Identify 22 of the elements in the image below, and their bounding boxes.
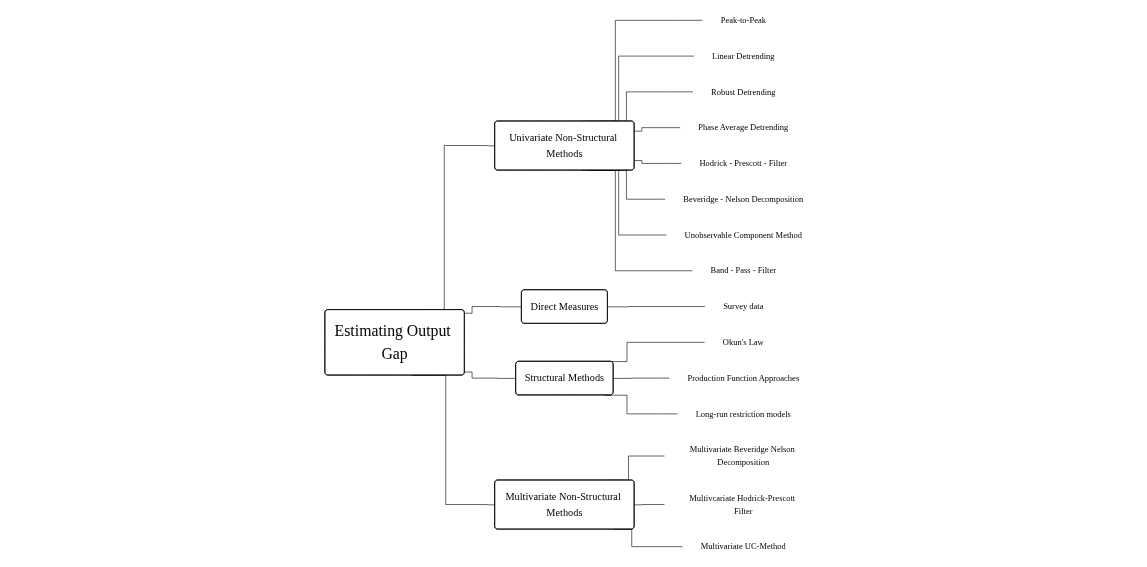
node-text: Long-run restriction models: [695, 409, 791, 419]
node-text: Beveridge - Nelson Decomposition: [683, 194, 804, 204]
connector: [464, 371, 517, 379]
node-text: Multivariate Beveridge Nelson Decomposition: [689, 445, 795, 467]
connector: [634, 160, 682, 164]
node-text: Multivcariate Hodrick-Prescott Filter: [689, 493, 796, 516]
node-text: Survey data: [723, 302, 764, 312]
connector: [613, 377, 670, 379]
connector: [634, 127, 681, 132]
node-text: Production Function Approaches: [687, 373, 800, 383]
connector: [607, 306, 706, 308]
node-text: Robust Detrending: [711, 87, 776, 97]
connector: [634, 504, 665, 506]
node-text: Hodrick - Prescott - Filter: [699, 158, 788, 168]
connector: [464, 306, 522, 314]
node-text: Unobservable Component Method: [684, 230, 803, 240]
node-text: Linear Detrending: [712, 51, 775, 61]
node-text: Band - Pass - Filter: [710, 266, 777, 276]
node-text: Peak-to-Peak: [720, 15, 766, 25]
node-text: Okun's Law: [722, 337, 764, 347]
node-text: Phase Average Detrending: [698, 123, 789, 133]
node-text: Multivariate UC-Method: [700, 542, 786, 552]
